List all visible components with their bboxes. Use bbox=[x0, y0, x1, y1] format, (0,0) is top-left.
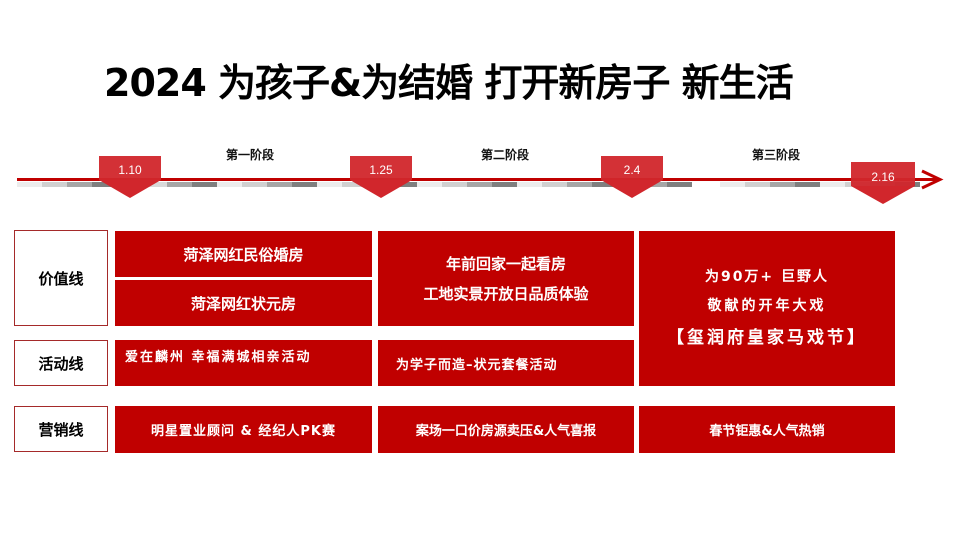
cell-text: 为90万+ 巨野人 bbox=[704, 268, 830, 285]
timeline-axis bbox=[17, 178, 937, 181]
marker-pointer-icon bbox=[99, 180, 161, 198]
date-marker-label: 2.16 bbox=[851, 162, 915, 186]
cell-text: 年前回家一起看房 bbox=[445, 254, 566, 273]
row-label-text: 活动线 bbox=[38, 354, 84, 373]
row-label-text: 营销线 bbox=[38, 420, 84, 439]
marker-pointer-icon bbox=[601, 180, 663, 198]
date-marker-label: 2.4 bbox=[601, 156, 663, 180]
value-phase2-cell: 年前回家一起看房 工地实景开放日品质体验 bbox=[378, 231, 634, 326]
row-label-text: 价值线 bbox=[38, 269, 84, 288]
date-marker-label: 1.10 bbox=[99, 156, 161, 180]
stage-1-label: 第一阶段 bbox=[226, 148, 275, 162]
cell-text: 明星置业顾问 & 经纪人PK赛 bbox=[151, 424, 336, 439]
arrow-right-icon bbox=[918, 169, 944, 190]
marker-pointer-icon bbox=[851, 186, 915, 204]
page-title: 2024 为孩子&为结婚 打开新房子 新生活 bbox=[104, 61, 794, 105]
cell-text: 菏泽网红民俗婚房 bbox=[183, 245, 304, 264]
activity-phase1-cell: 爱在麟州 幸福满城相亲活动 bbox=[115, 340, 372, 386]
value-phase3-cell: 为90万+ 巨野人 敬献的开年大戏 【玺润府皇家马戏节】 bbox=[639, 231, 895, 386]
cell-text: 为学子而造–状元套餐活动 bbox=[396, 357, 558, 373]
row-label-marketing-line: 营销线 bbox=[14, 406, 108, 452]
marketing-phase1-cell: 明星置业顾问 & 经纪人PK赛 bbox=[115, 406, 372, 453]
value-phase1-cell-2: 菏泽网红状元房 bbox=[115, 280, 372, 326]
row-label-value-line: 价值线 bbox=[14, 230, 108, 326]
row-label-activity-line: 活动线 bbox=[14, 340, 108, 386]
date-marker-label: 1.25 bbox=[350, 156, 412, 180]
cell-text: 菏泽网红状元房 bbox=[190, 294, 296, 313]
marketing-phase3-cell: 春节钜惠&人气热销 bbox=[639, 406, 895, 453]
value-phase1-cell-1: 菏泽网红民俗婚房 bbox=[115, 231, 372, 277]
cell-text: 敬献的开年大戏 bbox=[707, 297, 827, 314]
cell-text: 春节钜惠&人气热销 bbox=[709, 424, 825, 439]
marker-pointer-icon bbox=[350, 180, 412, 198]
stage-2-label: 第二阶段 bbox=[481, 148, 530, 162]
cell-text: 工地实景开放日品质体验 bbox=[423, 284, 589, 303]
marketing-phase2-cell: 案场一口价房源卖压&人气喜报 bbox=[378, 406, 634, 453]
cell-text: 爱在麟州 幸福满城相亲活动 bbox=[125, 350, 312, 365]
cell-text: 案场一口价房源卖压&人气喜报 bbox=[415, 424, 597, 439]
activity-phase2-cell: 为学子而造–状元套餐活动 bbox=[378, 340, 634, 386]
stage-3-label: 第三阶段 bbox=[752, 148, 801, 162]
cell-text: 【玺润府皇家马戏节】 bbox=[667, 327, 867, 348]
